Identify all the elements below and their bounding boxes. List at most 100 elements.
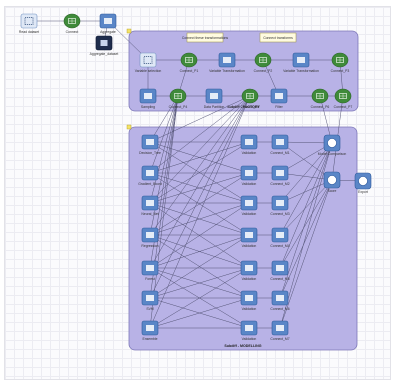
process-glyph-icon [146, 295, 154, 301]
edge [279, 172, 333, 181]
process-glyph-icon [144, 93, 152, 99]
node-m5[interactable]: Forest [141, 260, 159, 281]
note-box[interactable] [186, 32, 224, 43]
node-a2[interactable]: Connect_P1 [180, 52, 199, 73]
node-s2[interactable]: Validation [240, 165, 258, 186]
node-label: Validation [242, 244, 257, 248]
process-glyph-icon [146, 325, 154, 331]
annotation-note[interactable]: Connect transforms [259, 32, 297, 43]
node-label: SVM [146, 307, 154, 311]
node-label: Connect_M6 [270, 307, 289, 311]
node-b5[interactable]: Filter [270, 88, 288, 109]
node-label: Data Partition [204, 105, 225, 109]
node-m3[interactable]: Neural_Net [141, 195, 159, 216]
node-b7[interactable]: Connect_P7 [334, 88, 353, 109]
process-glyph-icon [104, 18, 112, 24]
node-n_out[interactable]: Aggregate_dataset [90, 35, 119, 56]
edge [279, 141, 333, 144]
node-o6[interactable]: Connect_M6 [270, 290, 290, 311]
group-collapse-handle[interactable] [126, 124, 132, 130]
node-label: Forest [145, 277, 155, 281]
node-b3[interactable]: Data Partition [204, 88, 225, 109]
node-b6[interactable]: Connect_P6 [311, 88, 330, 109]
process-glyph-icon [276, 139, 284, 145]
node-label: Neural_Net [141, 212, 158, 216]
edge [149, 95, 251, 204]
node-s5[interactable]: Validation [240, 260, 258, 281]
node-o1[interactable]: Connect_M1 [270, 134, 290, 155]
node-a3[interactable]: Variable Transformation [209, 52, 245, 73]
edge [149, 202, 250, 269]
edge [149, 267, 250, 299]
node-f3[interactable]: Export [354, 172, 372, 194]
node-f1[interactable]: Model Comparison [318, 134, 347, 156]
node-s7[interactable]: Validation [240, 320, 258, 341]
node-label: Variable selection [135, 69, 162, 73]
edge [279, 142, 333, 329]
process-glyph-icon [146, 232, 154, 238]
group-collapse-handle[interactable] [126, 28, 132, 34]
node-a1[interactable]: Variable selection [135, 52, 162, 73]
node-a4[interactable]: Connect_P2 [254, 52, 273, 73]
process-glyph-icon [276, 295, 284, 301]
node-label: Validation [242, 151, 257, 155]
note-text: Connect transforms [263, 36, 293, 40]
chart-icon [327, 138, 337, 148]
annotation-note[interactable]: Connect these transformations [182, 32, 228, 43]
node-n_c1[interactable]: Connect [63, 13, 81, 34]
node-m2[interactable]: Gradient_Boost [138, 165, 162, 186]
node-label: Connect_P7 [334, 105, 353, 109]
node-a5[interactable]: Variable Transformation [283, 52, 319, 73]
node-label: Connect_M2 [270, 182, 289, 186]
edge [149, 141, 250, 174]
process-glyph-icon [276, 265, 284, 271]
process-glyph-icon [223, 57, 231, 63]
node-label: Variable Transformation [283, 69, 319, 73]
node-o3[interactable]: Connect_M3 [270, 195, 290, 216]
edge [149, 141, 250, 204]
node-b4[interactable]: Connect_P5 [241, 88, 260, 109]
node-n_read[interactable]: Read dataset [19, 13, 39, 34]
node-s6[interactable]: Validation [240, 290, 258, 311]
node-o2[interactable]: Connect_M2 [270, 165, 290, 186]
node-label: Decision_Tree [139, 151, 161, 155]
node-label: Connect_P6 [311, 105, 330, 109]
node-n_agg[interactable]: Aggregate [99, 13, 117, 34]
note-box[interactable] [259, 32, 297, 43]
edge [149, 95, 179, 236]
edge [149, 95, 251, 269]
node-label: Score [328, 189, 337, 193]
node-b2[interactable]: Connect_P4 [169, 88, 188, 109]
edge [149, 267, 250, 329]
node-label: Connect_M7 [270, 337, 289, 341]
node-m1[interactable]: Decision_Tree [139, 134, 161, 155]
edge [279, 142, 333, 174]
node-o7[interactable]: Connect_M7 [270, 320, 290, 341]
node-b1[interactable]: Sampling [139, 88, 157, 109]
node-s3[interactable]: Validation [240, 195, 258, 216]
node-o5[interactable]: Connect_M5 [270, 260, 290, 281]
node-a6[interactable]: Connect_P3 [331, 52, 350, 73]
process-glyph-icon [146, 265, 154, 271]
node-m6[interactable]: SVM [141, 290, 159, 311]
node-label: Validation [242, 307, 257, 311]
node-o4[interactable]: Connect_M4 [270, 227, 290, 248]
edge [279, 179, 333, 299]
node-f2[interactable]: Score [323, 171, 341, 193]
node-label: Validation [242, 337, 257, 341]
node-label: Connect_M4 [270, 244, 289, 248]
node-s4[interactable]: Validation [240, 227, 258, 248]
node-s1[interactable]: Validation [240, 134, 258, 155]
chart-icon [358, 176, 368, 186]
edge [149, 95, 251, 299]
note-text: Connect these transformations [182, 36, 228, 40]
node-m7[interactable]: Ensemble [141, 320, 159, 341]
node-m4[interactable]: Regression [141, 227, 159, 248]
edge [149, 172, 250, 204]
node-label: Gradient_Boost [138, 182, 162, 186]
edge [279, 142, 333, 236]
reader-node-icon[interactable] [20, 13, 38, 29]
select-node-icon[interactable] [139, 52, 157, 68]
